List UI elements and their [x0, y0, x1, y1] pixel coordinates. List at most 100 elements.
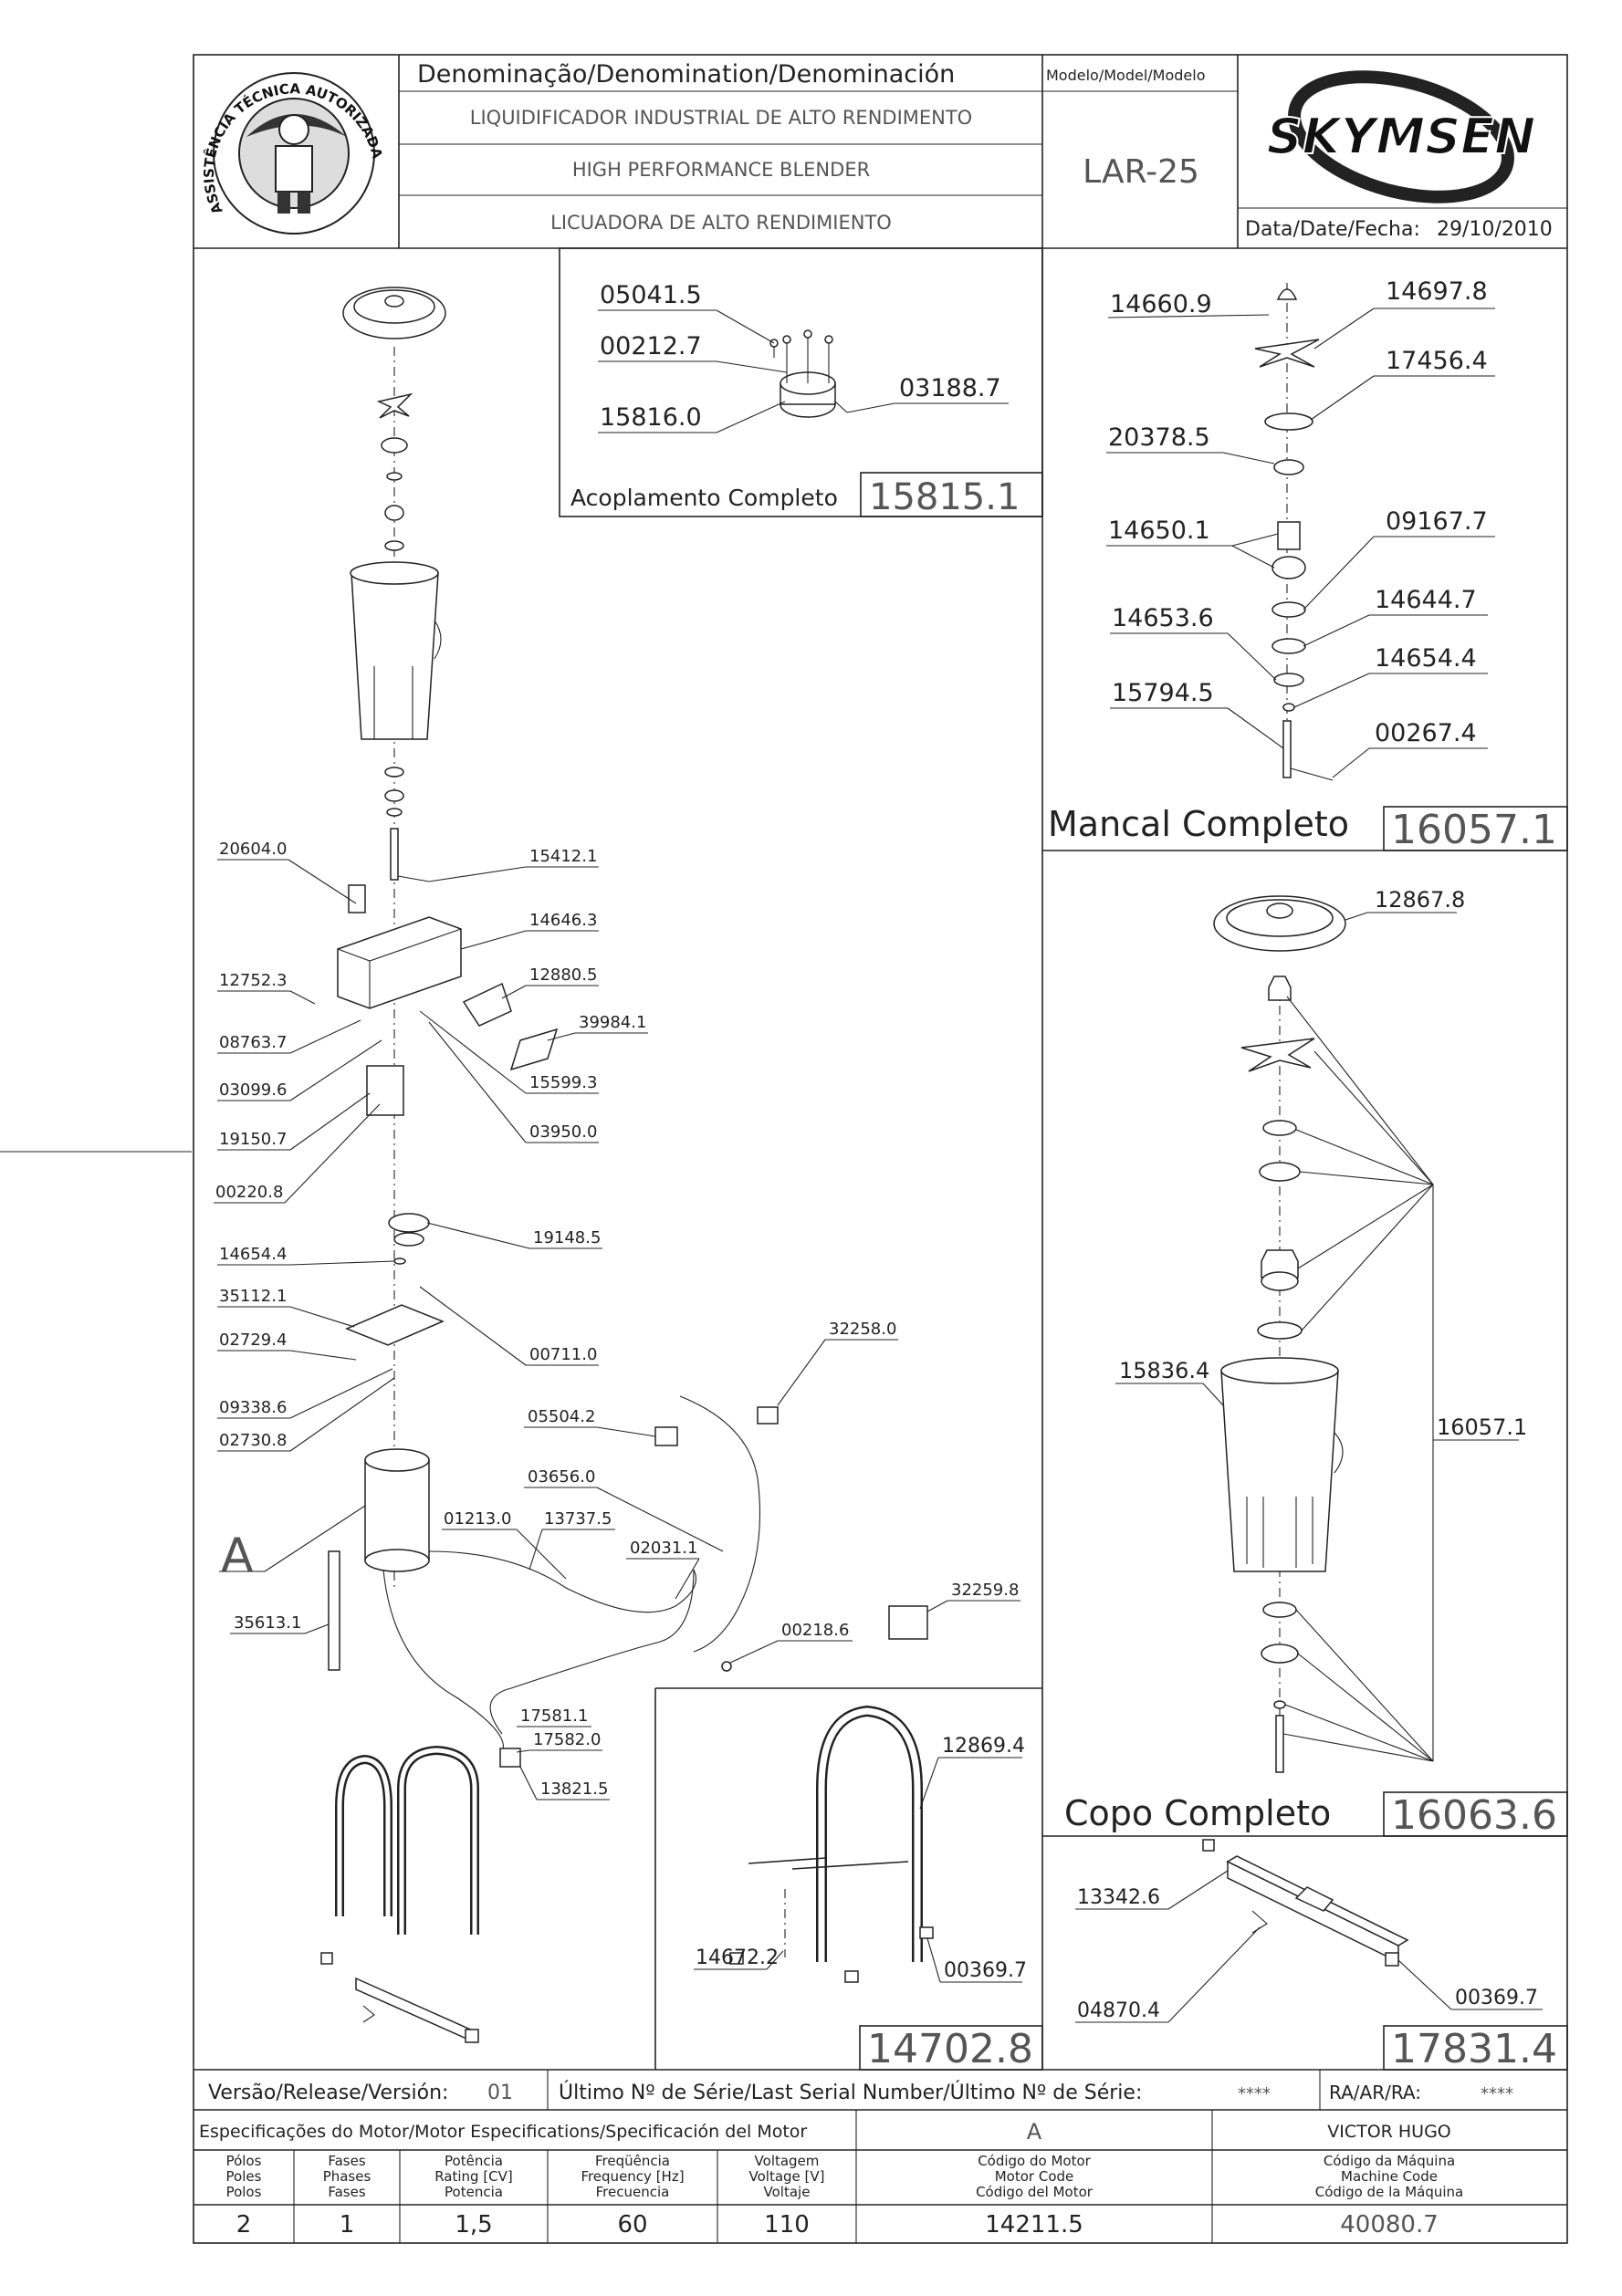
coupling-drawing [769, 329, 848, 418]
column-header: Freqüência [595, 2153, 670, 2169]
part-label: 13737.5 [544, 1509, 612, 1529]
part-label: 15836.4 [1119, 1358, 1209, 1383]
part-label: 02729.4 [219, 1331, 287, 1350]
bearing-labels: 14660.9 14697.8 17456.4 20378.5 14650.1 … [1106, 277, 1495, 778]
model-value: LAR-25 [1083, 153, 1199, 191]
part-label: 03188.7 [899, 374, 1001, 402]
part-label: 14697.8 [1386, 277, 1488, 306]
cup-assembly-drawing [1213, 895, 1346, 1773]
column-header: Poles [226, 2168, 262, 2185]
machine-code-value: 40080.7 [1340, 2211, 1439, 2239]
part-label: 12752.3 [219, 971, 287, 990]
part-label: 14650.1 [1108, 517, 1210, 545]
part-label: 02730.8 [219, 1431, 287, 1450]
column-header: Potencia [445, 2184, 503, 2200]
part-label: 14654.4 [1375, 644, 1477, 673]
part-label: 03099.6 [219, 1080, 287, 1100]
part-label: 14672.2 [696, 1946, 779, 1969]
part-label: 14644.7 [1375, 586, 1477, 614]
part-label: 13821.5 [540, 1779, 608, 1799]
part-label: 12867.8 [1375, 887, 1465, 913]
brand-logo: SKYMSEN [1266, 70, 1536, 204]
part-label: 00711.0 [529, 1345, 597, 1364]
column-header: Frecuencia [596, 2184, 670, 2200]
copo-title: Copo Completo [1064, 1793, 1331, 1833]
column-header: Voltagem [755, 2153, 820, 2169]
part-label: 19150.7 [219, 1130, 287, 1149]
part-label: 15412.1 [529, 847, 597, 866]
mancal-code: 16057.1 [1391, 807, 1557, 853]
acoplamento-code: 15815.1 [869, 476, 1020, 518]
part-label: 19148.5 [533, 1228, 601, 1247]
part-label: 03950.0 [529, 1122, 597, 1142]
part-label: 09338.6 [219, 1398, 287, 1417]
cup-labels: 12867.8 15836.4 16057.1 [1115, 887, 1527, 1762]
part-label: 00218.6 [781, 1621, 849, 1640]
name-es: LICUADORA DE ALTO RENDIMIENTO [550, 212, 892, 234]
column-header: Pólos [226, 2153, 262, 2169]
name-pt: LIQUIDIFICADOR INDUSTRIAL DE ALTO RENDIM… [470, 107, 972, 129]
model-label: Modelo/Model/Modelo [1046, 67, 1205, 84]
part-label: 16057.1 [1437, 1414, 1527, 1440]
authorized-seal-logo: ASSISTÊNCIA TÉCNICA AUTORIZADA [201, 72, 385, 235]
column-header: Voltage [V] [749, 2168, 825, 2185]
voltage-value: 110 [764, 2211, 810, 2239]
column-header: Potência [445, 2153, 503, 2169]
copo-code: 16063.6 [1391, 1792, 1557, 1839]
column-header: Código del Motor [976, 2184, 1094, 2200]
column-header: Rating [CV] [434, 2168, 513, 2185]
part-label: 00369.7 [1455, 1987, 1538, 2009]
main-labels: 20604.0 15412.1 14646.3 12752.3 12880.5 … [214, 840, 1020, 1800]
part-label: 00212.7 [600, 332, 702, 360]
serial-label: Último Nº de Série/Last Serial Number/Úl… [559, 2081, 1142, 2104]
part-label: 20378.5 [1108, 423, 1210, 452]
part-label: 00267.4 [1375, 719, 1477, 747]
coupling-labels: 05041.5 00212.7 15816.0 03188.7 [598, 281, 1009, 433]
column-header: Polos [226, 2184, 262, 2200]
stand-drawing [729, 1705, 934, 1983]
brand-logo-text: SKYMSEN [1267, 108, 1536, 165]
poles-value: 2 [236, 2211, 252, 2239]
part-label: 32258.0 [829, 1320, 896, 1339]
name-en: HIGH PERFORMANCE BLENDER [572, 159, 870, 181]
ra-label: RA/AR/RA: [1329, 2082, 1421, 2103]
part-label: 39984.1 [579, 1013, 646, 1032]
base-drawing [1202, 1839, 1409, 1967]
version-value: 01 [487, 2082, 513, 2104]
column-header: Voltaje [764, 2184, 811, 2200]
part-label: 17581.1 [520, 1706, 588, 1726]
motor-ref: A [1027, 2119, 1042, 2145]
motor-spec-label: Especificações do Motor/Motor Especifica… [199, 2122, 807, 2142]
part-label: 35112.1 [219, 1287, 287, 1306]
main-exploded-view [320, 287, 928, 2044]
part-label: 00369.7 [944, 1959, 1027, 1982]
acoplamento-title: Acoplamento Completo [570, 485, 838, 511]
part-label: 14654.4 [219, 1245, 287, 1264]
column-header: Machine Code [1341, 2168, 1438, 2185]
ra-value: **** [1481, 2084, 1513, 2103]
motor-callout: A [221, 1529, 254, 1583]
frequency-value: 60 [617, 2211, 647, 2239]
column-header: Frequency [Hz] [581, 2168, 684, 2185]
column-header: Código de la Máquina [1315, 2184, 1463, 2200]
date-value: 29/10/2010 [1437, 218, 1553, 241]
part-label: 04870.4 [1077, 1999, 1160, 2022]
stand-code: 14702.8 [867, 2026, 1033, 2072]
part-label: 15599.3 [529, 1073, 597, 1092]
part-label: 13342.6 [1077, 1886, 1160, 1909]
motor-code-value: 14211.5 [985, 2211, 1083, 2239]
column-header: Fases [328, 2184, 365, 2200]
part-label: 08763.7 [219, 1033, 287, 1052]
stand-labels: 12869.4 14672.2 00369.7 [694, 1735, 1027, 1983]
author: VICTOR HUGO [1327, 2122, 1451, 2142]
part-label: 35613.1 [234, 1613, 301, 1633]
base-code: 17831.4 [1391, 2026, 1557, 2072]
version-label: Versão/Release/Versión: [208, 2082, 448, 2104]
part-label: 09167.7 [1386, 507, 1488, 536]
part-label: 05504.2 [528, 1407, 595, 1426]
column-header: Código da Máquina [1324, 2153, 1455, 2169]
column-header: Motor Code [995, 2168, 1074, 2185]
part-label: 02031.1 [630, 1539, 697, 1558]
part-label: 00220.8 [215, 1183, 283, 1202]
